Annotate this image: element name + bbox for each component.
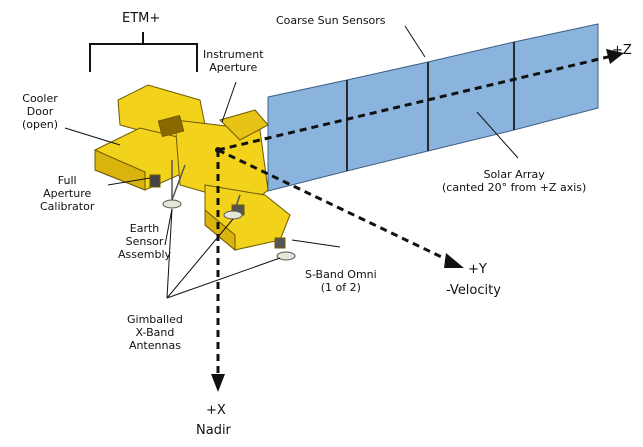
plus-y-label: +Y	[468, 262, 487, 277]
velocity-label: -Velocity	[446, 283, 501, 298]
x-axis-arrowhead	[211, 374, 225, 392]
z-axis-arrowhead	[606, 49, 624, 64]
etm-bracket	[89, 32, 198, 72]
z-axis-line	[217, 54, 613, 152]
full-aperture-calibrator-label: Full Aperture Calibrator	[40, 174, 95, 213]
leader-lines	[64, 25, 519, 299]
s-band-omni-label: S-Band Omni (1 of 2)	[305, 268, 377, 294]
spacecraft-body	[94, 84, 291, 252]
plus-x-label: +X	[206, 403, 226, 418]
solar-array	[267, 23, 599, 192]
x-band-antenna-1	[162, 199, 182, 209]
coarse-sun-sensors-label: Coarse Sun Sensors	[276, 14, 386, 27]
solar-array-label: Solar Array (canted 20° from +Z axis)	[442, 168, 587, 194]
y-axis-arrowhead	[444, 253, 464, 268]
gimballed-x-band-label: Gimballed X-Band Antennas	[127, 313, 183, 352]
y-axis-line	[217, 148, 453, 264]
nadir-label: Nadir	[196, 423, 231, 438]
earth-sensor-assembly-label: Earth Sensor Assembly	[118, 222, 172, 261]
antenna-struts	[171, 160, 241, 213]
plus-z-label: +Z	[612, 43, 632, 58]
cooler-door-label: Cooler Door (open)	[22, 92, 59, 131]
axes	[216, 54, 613, 378]
x-band-antenna-2	[223, 210, 243, 220]
s-band-antenna	[276, 251, 296, 261]
instrument-aperture-label: Instrument Aperture	[203, 48, 264, 74]
etm-label: ETM+	[122, 11, 161, 26]
